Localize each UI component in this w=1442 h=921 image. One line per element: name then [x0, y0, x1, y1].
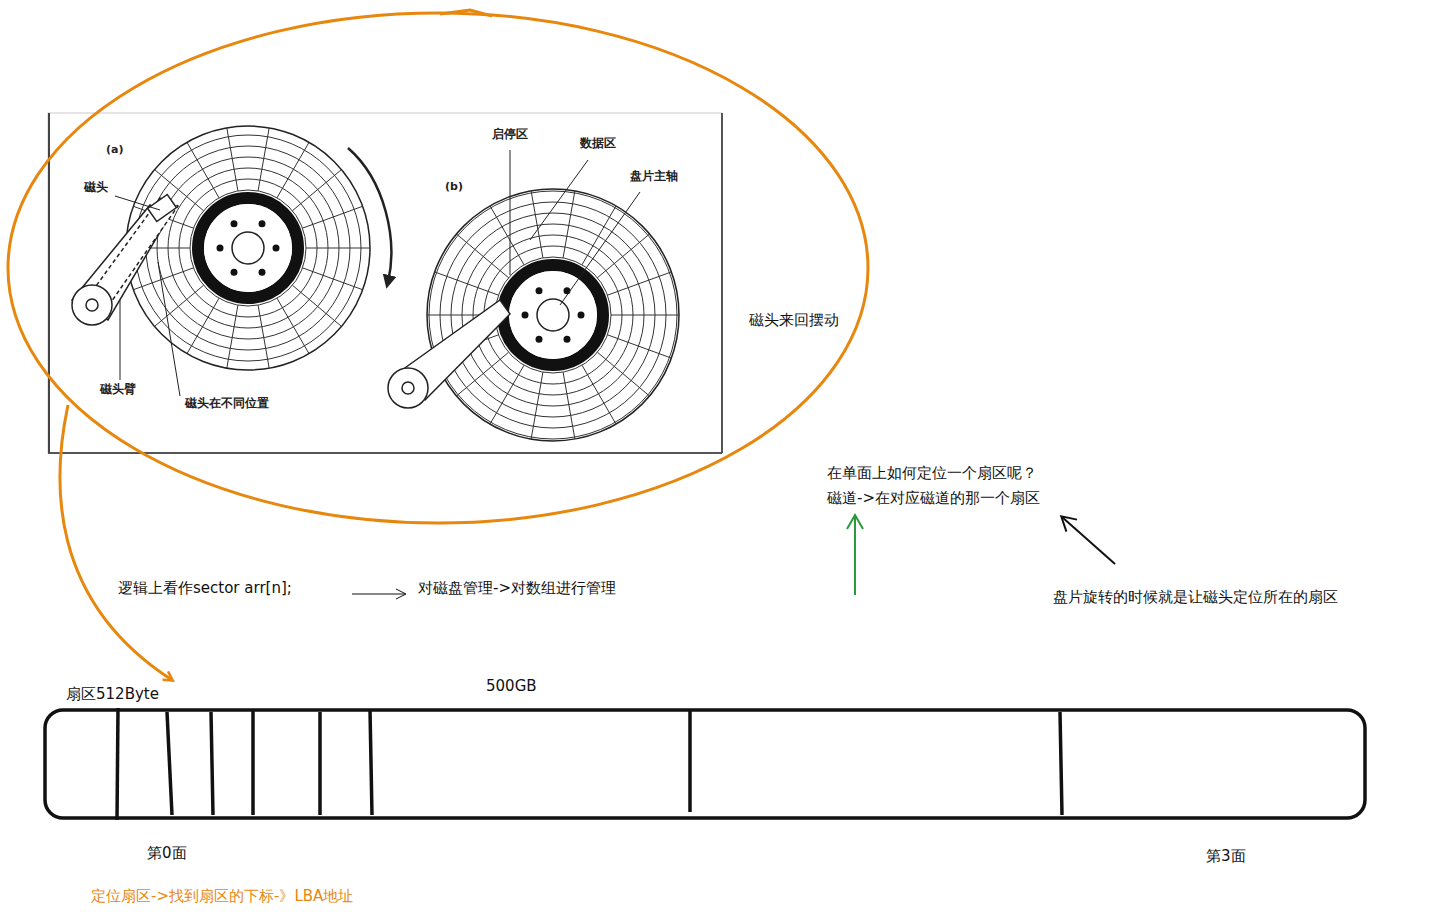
dimension: 扇区512Byte — [64, 685, 161, 703]
part-name: 启停区 — [490, 127, 530, 141]
part-name: 磁头臂 — [98, 382, 138, 396]
note: 对磁盘管理->对数组进行管理 — [418, 579, 616, 597]
figure-tag: (a) — [106, 143, 123, 156]
head-arm-a — [72, 195, 178, 325]
note: 盘片旋转的时候就是让磁头定位所在的扇区 — [1053, 588, 1338, 606]
thin-arrow — [352, 594, 405, 595]
sector-array — [45, 710, 1365, 818]
sector-dividers — [117, 708, 1062, 820]
orange-arrow — [60, 405, 172, 680]
note: 磁头来回摆动 — [747, 311, 841, 329]
note: 磁道->在对应磁道的那一个扇区 — [827, 489, 1040, 507]
rotation-arrow — [348, 148, 391, 282]
face-label: 第3面 — [1206, 847, 1246, 865]
part-name: 磁头在不同位置 — [183, 396, 271, 410]
dimension: 500GB — [486, 677, 537, 695]
black-arrow — [1062, 517, 1115, 564]
green-arrow — [854, 516, 856, 595]
highlight-ellipse — [8, 13, 868, 523]
part-name: 盘片主轴 — [628, 169, 680, 183]
head-arm-b — [388, 300, 510, 408]
orange-note: 定位扇区->找到扇区的下标-》LBA地址 — [91, 887, 353, 905]
note: 逻辑上看作sector arr[n]; — [118, 579, 292, 597]
part-name: 磁头 — [82, 180, 110, 194]
figure-tag: (b) — [445, 180, 463, 193]
note: 在单面上如何定位一个扇区呢？ — [827, 464, 1037, 482]
part-name: 数据区 — [578, 136, 618, 150]
leader-lines — [115, 150, 640, 396]
face-label: 第0面 — [147, 844, 187, 862]
platter-b — [427, 189, 679, 441]
figure-frame — [48, 113, 722, 453]
platter-a — [126, 126, 370, 370]
